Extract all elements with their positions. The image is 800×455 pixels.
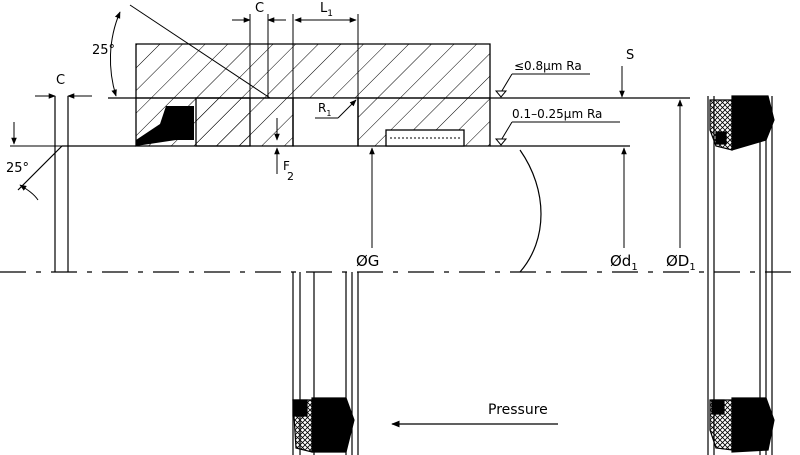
length-dim bbox=[292, 14, 359, 98]
radius-dim bbox=[315, 99, 357, 119]
section-label: S bbox=[626, 48, 634, 63]
bore-lines bbox=[17, 96, 690, 273]
length-label: L1 bbox=[320, 1, 333, 19]
radius-label: R1 bbox=[318, 101, 331, 118]
chamfer-top-label: C bbox=[255, 1, 264, 16]
angle-top-dim bbox=[109, 4, 271, 99]
right-seal-view bbox=[707, 95, 775, 455]
roughness-top-callout bbox=[494, 73, 590, 98]
chamfer-top-dim bbox=[232, 14, 286, 98]
pressure-label: Pressure bbox=[488, 402, 548, 418]
chamfer-left-label: C bbox=[56, 73, 65, 88]
angle-left-label: 25° bbox=[6, 161, 29, 176]
roughness-top-label: ≤0.8μm Ra bbox=[514, 59, 582, 73]
dia-d-label: Ød1 bbox=[610, 252, 638, 273]
roughness-bottom-label: 0.1–0.25μm Ra bbox=[512, 107, 602, 121]
angle-left-dim bbox=[10, 122, 62, 201]
dia-D-label: ØD1 bbox=[666, 252, 696, 273]
dia-g-label: ØG bbox=[356, 252, 379, 270]
diameter-dims bbox=[369, 99, 683, 248]
wiper-seal bbox=[136, 106, 194, 146]
housing bbox=[135, 43, 491, 147]
roughness-bottom-callout bbox=[494, 121, 620, 146]
angle-top-label: 25° bbox=[92, 43, 115, 58]
bottom-seal-view bbox=[292, 272, 359, 455]
